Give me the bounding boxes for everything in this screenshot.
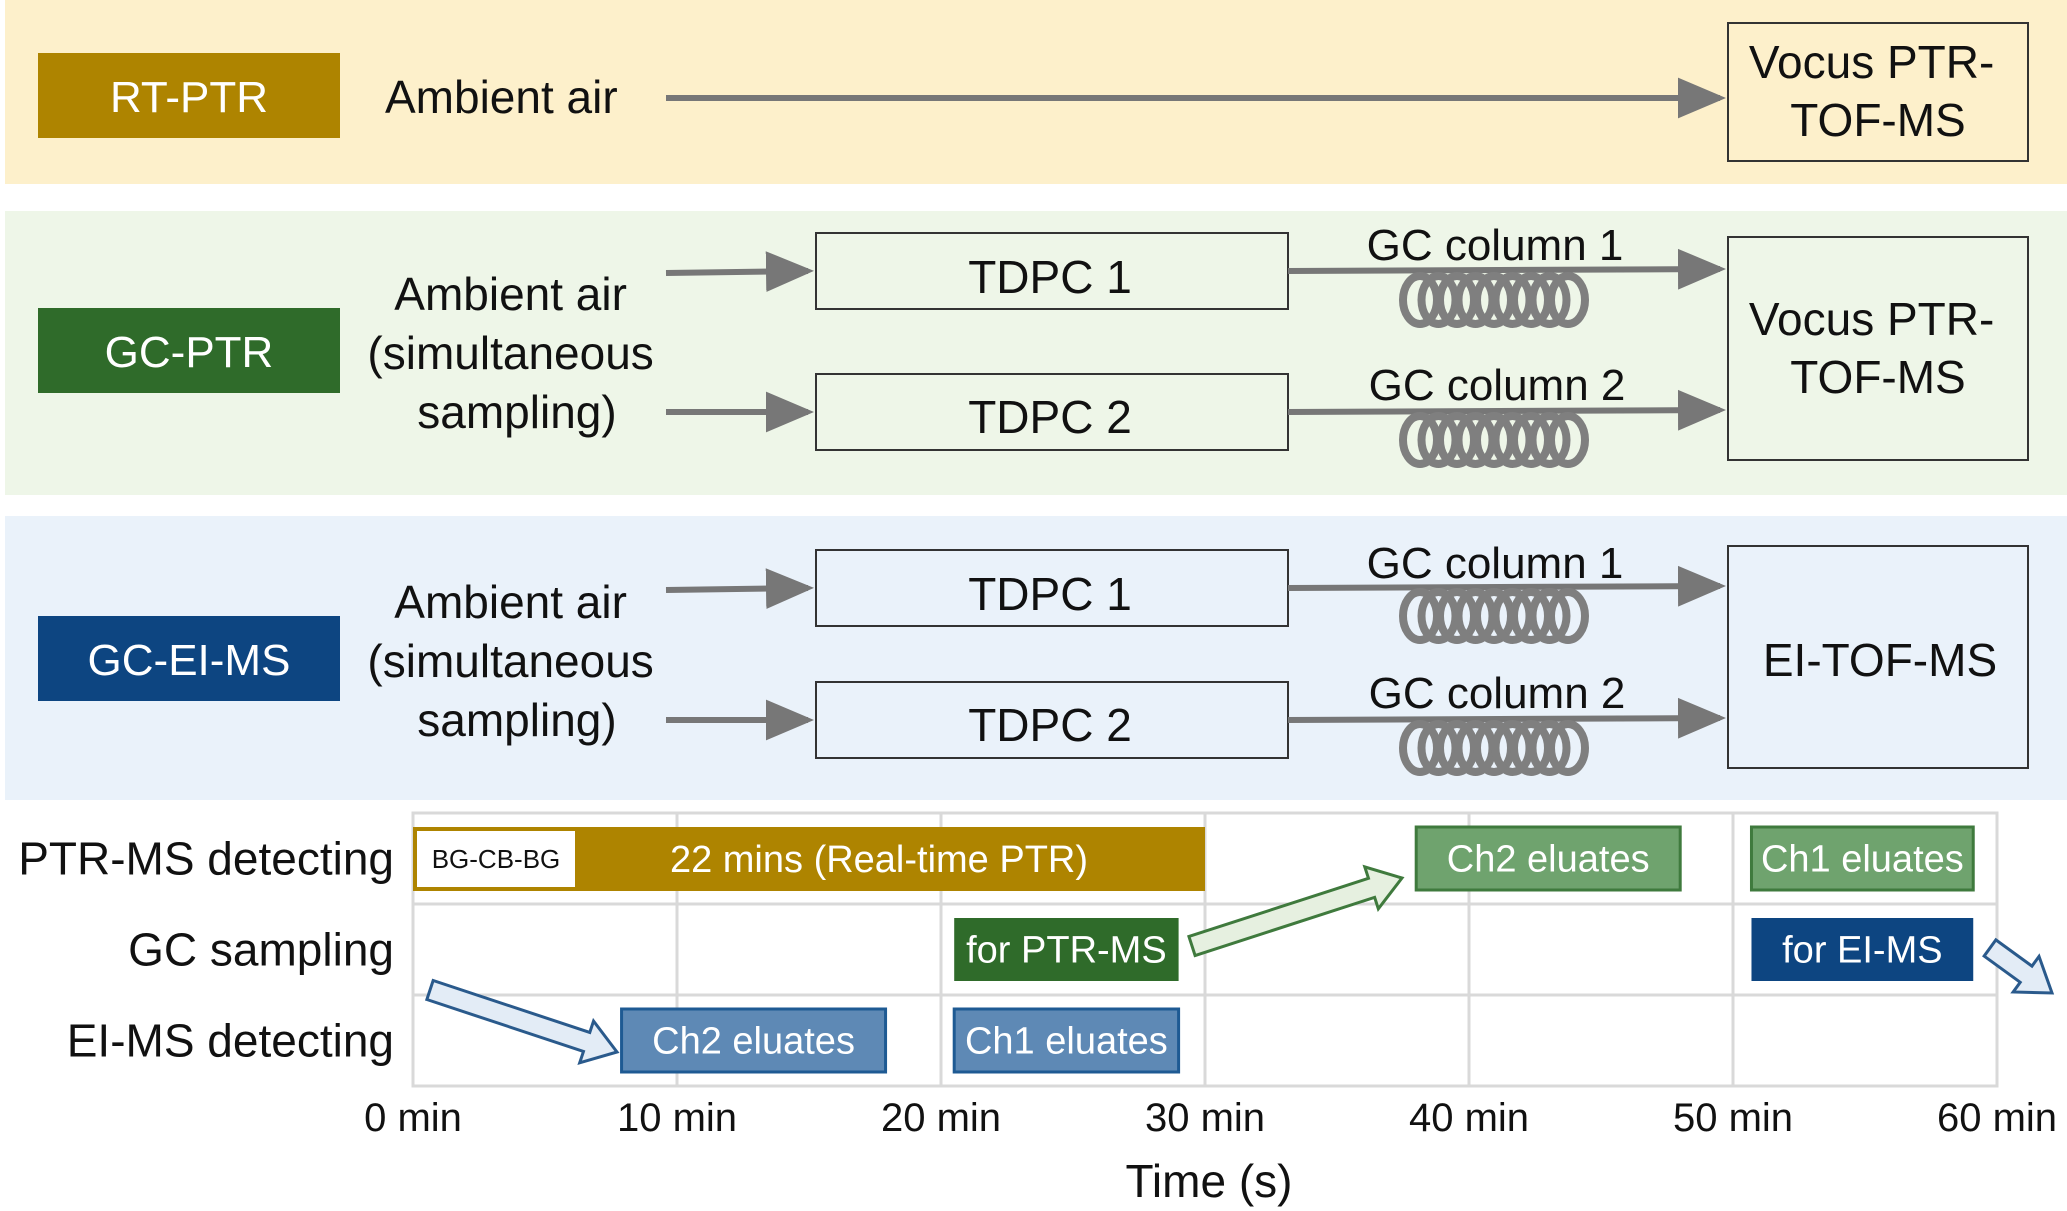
rt-ptr-label: RT-PTR [110,73,268,122]
gc-ei-tdpc-1-label: TDPC 1 [968,568,1132,620]
coil-loop [1528,272,1571,328]
timeline-tick-label: 20 min [881,1096,1001,1140]
gc-ei-panel: GC-EI-MS Ambient air (simultaneous sampl… [5,516,2067,800]
timeline-block-label: Ch2 eluates [652,1021,855,1063]
timeline-block [1414,825,1682,892]
timeline-row-label: PTR-MS detecting [18,833,394,885]
timeline-block [1751,918,1974,981]
timeline-block [620,1007,888,1074]
rt-ptr-input-label: Ambient air [385,71,618,123]
gc-ei-column-1-coil-icon [1399,588,1589,644]
timeline-block-label: Ch1 eluates [1761,839,1964,881]
gc-ei-detector-label: EI-TOF-MS [1763,634,1997,686]
gc-ptr-column-2-arrow [1287,389,1726,431]
gc-ptr-tdpc-2-label: TDPC 2 [968,391,1132,443]
coil-loop [1547,720,1589,776]
timeline-tick-labels: 0 min 10 min 20 min 30 min 40 min 50 min 60 mi… [364,1096,2057,1140]
timeline-tick-label: 30 min [1145,1096,1265,1140]
timeline-arrows [424,864,2055,1066]
gc-ptr-inlet-arrow-1 [665,251,814,292]
rt-ptr-detector-line-2: TOF-MS [1790,94,1965,146]
rt-ptr-detector-box [1727,22,2029,162]
gc-ei-detector-box [1727,545,2029,769]
coil-loop [1528,412,1571,468]
gc-ei-label-box [38,616,340,701]
gc-ptr-column-1-arrow [1287,248,1726,290]
gc-ei-column-2-coil-icon [1399,720,1589,776]
gc-ptr-input-line-3: sampling) [417,386,616,438]
rt-ptr-label-box [38,53,340,138]
timeline-block-label: Ch1 eluates [965,1021,1168,1063]
timeline-tick-label: 40 min [1409,1096,1529,1140]
gc-ei-input-line-1: Ambient air [394,576,627,628]
coil-loop [1547,412,1589,468]
gc-ptr-input-label: Ambient air (simultaneous sampling) [367,268,666,438]
gc-ptr-column-1-label: GC column 1 [1367,221,1624,270]
timeline-block-label: Ch2 eluates [1447,839,1650,881]
gc-ei-inlet-arrow-1 [665,568,814,609]
timeline-block-label: 22 mins (Real-time PTR) [670,839,1088,881]
timeline-tick-label: 50 min [1673,1096,1793,1140]
timeline-row-label: GC sampling [128,924,394,976]
gc-ptr-detector-label: Vocus PTR- TOF-MS [1749,293,2007,403]
timeline-block [1749,825,1975,892]
gc-ptr-column-2-label: GC column 2 [1369,361,1626,410]
gc-ptr-label-box [38,308,340,393]
gc-ei-input-line-2: (simultaneous [367,635,653,687]
timeline-block-label: for PTR-MS [966,930,1167,972]
timeline-block-label: for EI-MS [1782,930,1942,972]
gc-ptr-detector-box [1727,236,2029,461]
rt-ptr-panel: RT-PTR Ambient air Vocus PTR- TOF-MS [5,0,2067,184]
gc-ptr-panel: GC-PTR Ambient air (simultaneous samplin… [5,211,2067,495]
rt-ptr-detector-line-1: Vocus PTR- [1749,36,1994,88]
gc-ptr-label: GC-PTR [105,328,274,377]
gc-ptr-column-1-coil-icon [1399,272,1589,328]
timeline-flow-arrow [1187,864,1405,958]
gc-ei-column-1-arrow [1287,565,1726,607]
coil-loop [1528,720,1571,776]
gc-ei-tdpc-2-label: TDPC 2 [968,699,1132,751]
timeline-row-label: EI-MS detecting [67,1015,394,1067]
gc-ei-column-2-label: GC column 2 [1369,669,1626,718]
timeline-x-axis-label: Time (s) [1126,1155,1293,1207]
timeline-flow-arrow [424,978,620,1066]
timeline-tick-label: 60 min [1937,1096,2057,1140]
gc-ei-input-label: Ambient air (simultaneous sampling) [367,576,666,746]
timeline-tick-label: 10 min [617,1096,737,1140]
gc-ptr-input-line-2: (simultaneous [367,327,653,379]
gc-ei-input-line-3: sampling) [417,694,616,746]
timeline-tick-label: 0 min [364,1096,462,1140]
gc-ptr-detector-line-2: TOF-MS [1790,351,1965,403]
gc-ptr-detector-line-1: Vocus PTR- [1749,293,1994,345]
timeline-flow-arrow [1982,937,2055,995]
gc-ptr-tdpc-1-label: TDPC 1 [968,251,1132,303]
timeline-background-box [415,829,577,889]
coil-loop [1528,588,1571,644]
timeline-background-label: BG-CB-BG [432,844,561,874]
gc-ptr-input-line-1: Ambient air [394,268,627,320]
gc-ei-column-2-arrow [1287,697,1726,739]
gc-ei-label: GC-EI-MS [88,636,291,685]
gc-ei-panel-background [5,516,2067,800]
timeline-block [952,1007,1181,1074]
gc-ptr-column-2-coil-icon [1399,412,1589,468]
timeline-block [954,918,1179,981]
rt-ptr-detector-label: Vocus PTR- TOF-MS [1749,36,2007,146]
timeline-blocks: BG-CB-BG 22 mins (Real-time PTR) Ch2 eluat… [413,825,1975,1074]
gc-ei-column-1-label: GC column 1 [1367,539,1624,588]
coil-loop [1547,272,1589,328]
coil-loop [1547,588,1589,644]
